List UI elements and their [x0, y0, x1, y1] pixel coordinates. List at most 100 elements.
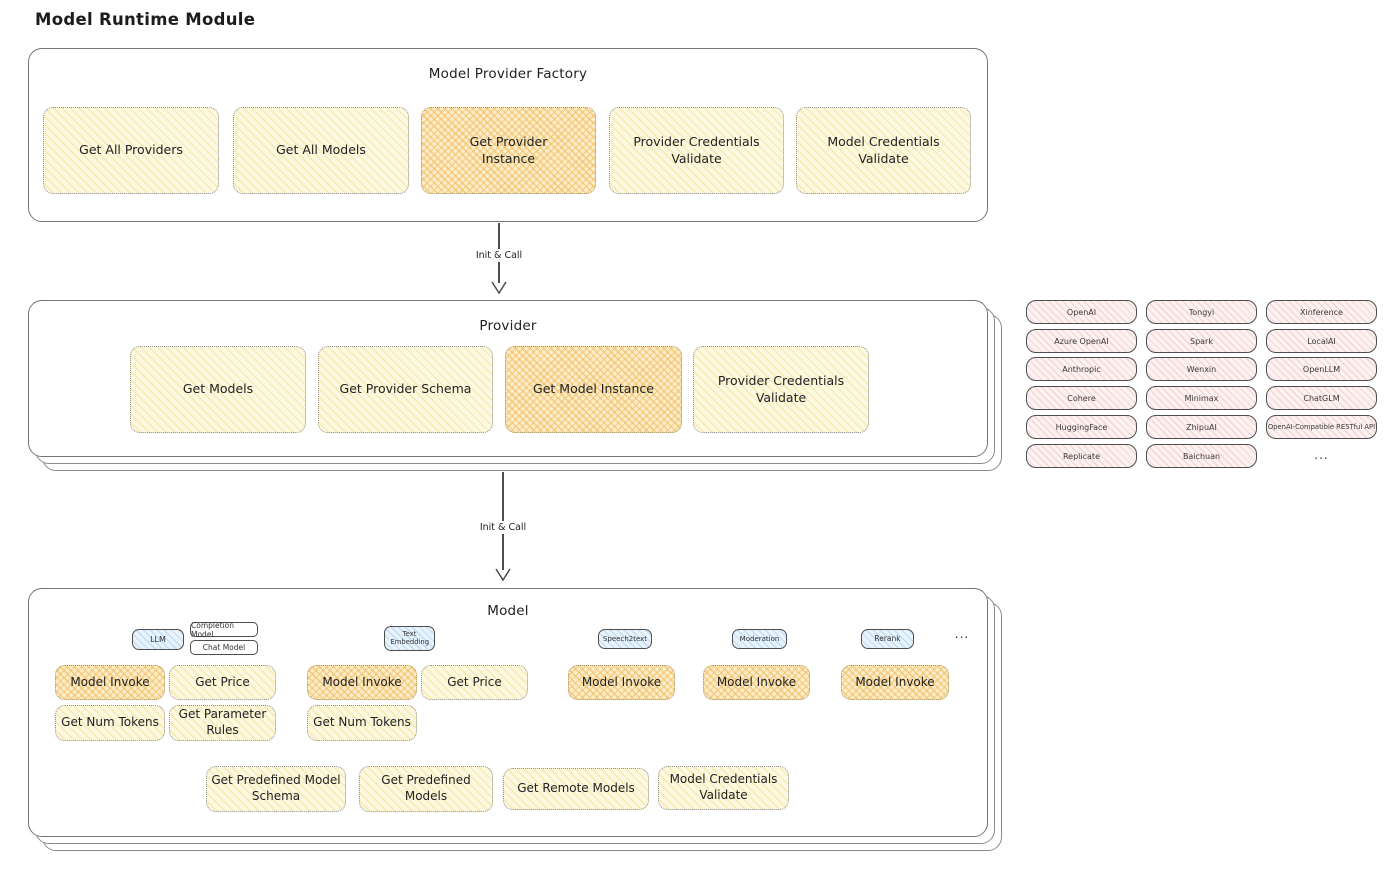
- node-get-remote-models: Get Remote Models: [503, 768, 649, 810]
- node-label: Get Predefined Model Schema: [211, 773, 341, 803]
- provider-pill-openllm: OpenLLM: [1266, 357, 1377, 381]
- node-provider-credentials-validate-2: Provider Credentials Validate: [693, 346, 869, 433]
- node-get-provider-schema: Get Provider Schema: [318, 346, 493, 433]
- node-label: Get Models: [182, 381, 254, 397]
- node-label: Get Provider Schema: [339, 381, 472, 397]
- tab-label: Speech2text: [602, 634, 648, 643]
- node-label: Get Model Instance: [533, 381, 654, 397]
- node-label: Get Remote Models: [517, 781, 635, 796]
- tab-chat-model: Chat Model: [190, 640, 258, 655]
- arrow-down-icon: [491, 281, 507, 295]
- node-te-model-invoke: Model Invoke: [307, 665, 417, 700]
- pill-label: LocalAI: [1307, 336, 1336, 346]
- node-label: Model Invoke: [70, 674, 150, 689]
- node-get-model-instance: Get Model Instance: [505, 346, 682, 433]
- node-label: Provider Credentials Validate: [717, 373, 845, 405]
- node-label: Get Parameter Rules: [178, 707, 267, 737]
- provider-title: Provider: [479, 318, 537, 334]
- node-s2t-model-invoke: Model Invoke: [568, 665, 675, 700]
- pill-label: HuggingFace: [1055, 422, 1108, 432]
- provider-pill-cohere: Cohere: [1026, 386, 1137, 410]
- provider-pill-openai-compatible: OpenAI-Compatible RESTful API: [1266, 415, 1377, 439]
- arrow-label-init-call-1: Init & Call: [471, 249, 527, 262]
- pill-label: Wenxin: [1186, 364, 1217, 374]
- node-label: Get Predefined Models: [381, 773, 471, 803]
- node-get-models: Get Models: [130, 346, 306, 433]
- pill-label: Baichuan: [1182, 451, 1221, 461]
- tab-moderation: Moderation: [732, 629, 787, 649]
- node-label: Get Provider Instance: [469, 134, 548, 166]
- pill-label: ChatGLM: [1303, 393, 1340, 403]
- provider-pill-tongyi: Tongyi: [1146, 300, 1257, 324]
- node-label: Get Price: [447, 674, 502, 689]
- node-moderation-model-invoke: Model Invoke: [703, 665, 810, 700]
- factory-title: Model Provider Factory: [428, 66, 588, 82]
- pill-label: OpenLLM: [1302, 364, 1341, 374]
- tab-completion-model: Completion Model: [190, 620, 258, 639]
- arrow-down-icon: [495, 568, 511, 582]
- model-title: Model: [487, 603, 529, 619]
- node-llm-model-invoke: Model Invoke: [55, 665, 165, 700]
- provider-pill-baichuan: Baichuan: [1146, 444, 1257, 468]
- pill-label: Xinference: [1300, 307, 1343, 317]
- node-llm-get-price: Get Price: [169, 665, 276, 700]
- page-title: Model Runtime Module: [35, 10, 256, 29]
- node-llm-get-num-tokens: Get Num Tokens: [55, 705, 165, 741]
- tab-rerank: Rerank: [861, 629, 914, 649]
- node-model-credentials-validate: Model Credentials Validate: [796, 107, 971, 194]
- node-label: Get All Models: [276, 142, 366, 158]
- factory-container: Model Provider Factory Get All Providers…: [28, 48, 988, 222]
- node-te-get-price: Get Price: [421, 665, 528, 700]
- node-label: Model Credentials Validate: [827, 134, 940, 166]
- node-label: Model Invoke: [581, 674, 662, 689]
- node-label: Get Price: [195, 674, 250, 689]
- node-rerank-model-invoke: Model Invoke: [841, 665, 949, 700]
- tab-speech2text: Speech2text: [598, 629, 652, 649]
- tab-label: Moderation: [739, 634, 780, 643]
- node-label: Model Credentials Validate: [669, 772, 778, 802]
- pill-label: Cohere: [1067, 393, 1096, 403]
- provider-pill-replicate: Replicate: [1026, 444, 1137, 468]
- arrow-label-init-call-2: Init & Call: [475, 521, 531, 534]
- node-te-get-num-tokens: Get Num Tokens: [307, 705, 417, 741]
- pill-label: Tongyi: [1188, 307, 1215, 317]
- provider-pill-chatglm: ChatGLM: [1266, 386, 1377, 410]
- pill-label: OpenAI-Compatible RESTful API: [1267, 423, 1376, 431]
- model-types-ellipsis: ...: [954, 627, 970, 641]
- node-label: Model Invoke: [855, 674, 935, 689]
- node-get-all-providers: Get All Providers: [43, 107, 219, 194]
- tab-text-embedding: Text Embedding: [384, 626, 435, 651]
- node-get-all-models: Get All Models: [233, 107, 409, 194]
- tab-label: Completion Model: [191, 620, 234, 639]
- pill-label: Anthropic: [1062, 364, 1101, 374]
- node-get-predefined-models: Get Predefined Models: [359, 766, 493, 812]
- node-label: Provider Credentials Validate: [633, 134, 760, 166]
- node-llm-get-parameter-rules: Get Parameter Rules: [169, 705, 276, 741]
- provider-pill-zhipuai: ZhipuAI: [1146, 415, 1257, 439]
- tab-label: Text Embedding: [390, 629, 430, 646]
- node-label: Get Num Tokens: [61, 715, 159, 730]
- node-label: Get Num Tokens: [313, 715, 411, 730]
- providers-grid: OpenAI Azure OpenAI Anthropic Cohere Hug…: [1026, 300, 1378, 472]
- tab-label: LLM: [150, 634, 166, 644]
- provider-pill-anthropic: Anthropic: [1026, 357, 1137, 381]
- tab-llm: LLM: [132, 629, 184, 650]
- provider-pill-spark: Spark: [1146, 329, 1257, 353]
- node-label: Get All Providers: [79, 142, 183, 158]
- provider-pill-openai: OpenAI: [1026, 300, 1137, 324]
- pill-label: Azure OpenAI: [1054, 336, 1109, 346]
- pill-label: ZhipuAI: [1186, 422, 1217, 432]
- tab-label: Rerank: [874, 633, 901, 643]
- node-label: Model Invoke: [322, 674, 402, 689]
- provider-pill-azure-openai: Azure OpenAI: [1026, 329, 1137, 353]
- provider-container: Provider Get Models Get Provider Schema …: [28, 300, 988, 457]
- pill-label: Minimax: [1184, 393, 1219, 403]
- pill-label: Replicate: [1062, 451, 1100, 461]
- model-container: Model LLM Completion Model Chat Model Te…: [28, 588, 988, 837]
- pill-label: Spark: [1190, 336, 1213, 346]
- provider-pill-wenxin: Wenxin: [1146, 357, 1257, 381]
- node-label: Model Invoke: [716, 674, 797, 689]
- provider-pill-huggingface: HuggingFace: [1026, 415, 1137, 439]
- provider-pill-xinference: Xinference: [1266, 300, 1377, 324]
